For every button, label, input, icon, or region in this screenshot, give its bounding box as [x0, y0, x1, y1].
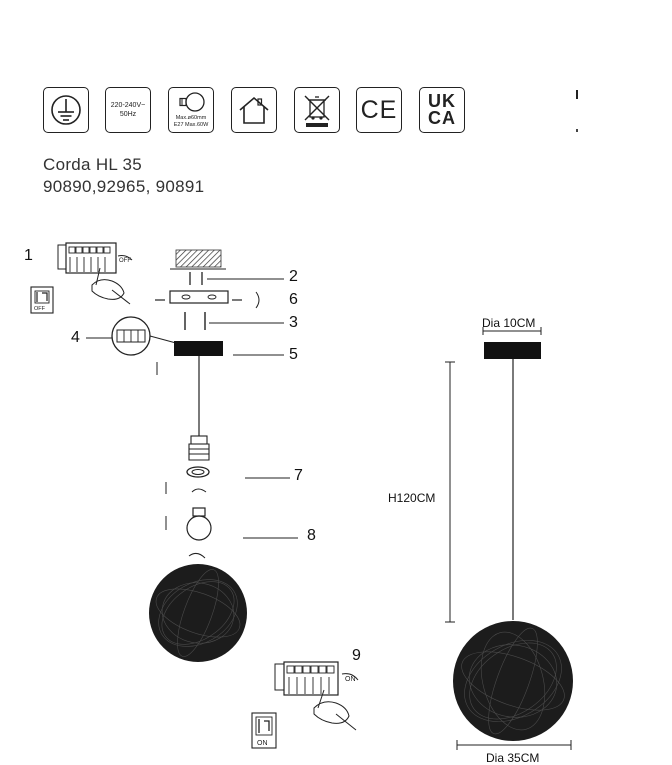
canopy: [174, 341, 223, 356]
bulb-wattage-text: E27 Max.60W: [173, 122, 209, 128]
frequency-text: 50Hz: [119, 111, 137, 118]
on-rotation-arrow: [341, 673, 359, 681]
hand-screwdriver-icon-on: [313, 689, 357, 731]
on-arrow-label: ON: [345, 676, 356, 683]
screw-rotation-arrow: [255, 291, 260, 309]
lamp-holder: [188, 435, 210, 461]
wicker-shade-right: [453, 621, 573, 741]
voltage-rating-icon: 220-240V~ 50Hz: [105, 87, 151, 133]
shade-diameter-label: Dia 35CM: [486, 751, 540, 765]
connector-detail: [111, 316, 177, 356]
off-rotation-arrow: [117, 255, 133, 261]
edge-mark: [576, 90, 578, 99]
step-number-8: 8: [307, 527, 316, 544]
ukca-top-text: UK: [428, 91, 456, 111]
bulb-icon: [179, 92, 205, 112]
wall-plugs: [189, 272, 203, 285]
mounting-bracket: [155, 290, 242, 304]
step-number-4: 4: [71, 329, 80, 346]
step-number-7: 7: [294, 467, 303, 484]
height-label: H120CM: [388, 491, 436, 505]
bulb-size-text: Max.ø60mm: [175, 115, 207, 121]
bulb-rotation-arrow: [188, 552, 206, 559]
step-number-9: 9: [352, 647, 361, 664]
product-name: Corda HL 35: [43, 155, 143, 174]
switch-on-box: [251, 712, 277, 749]
screws: [184, 312, 206, 330]
off-box-label: OFF: [34, 306, 45, 312]
shade-ring: [186, 466, 210, 478]
step-number-3: 3: [289, 314, 298, 331]
on-box-label: ON: [257, 740, 268, 747]
hand-screwdriver-icon: [91, 267, 131, 305]
product-codes: 90890,92965, 90891: [43, 177, 205, 196]
weee-bin-icon: [294, 87, 340, 133]
canopy-right: [484, 342, 541, 359]
voltage-text: 220-240V~: [110, 102, 146, 109]
indoor-use-icon: [231, 87, 277, 133]
wicker-shade-left: [149, 564, 247, 662]
off-arrow-label: OFF: [119, 258, 131, 264]
earth-symbol-icon: [43, 87, 89, 133]
light-bulb: [186, 507, 212, 541]
ukca-bottom-text: CA: [428, 108, 456, 128]
bulb-spec-icon: Max.ø60mm E27 Max.60W: [168, 87, 214, 133]
ceiling-block: [170, 249, 226, 270]
terminal-block-on: [274, 661, 339, 696]
canopy-diameter-label: Dia 10CM: [482, 316, 536, 330]
ce-mark-icon: CE: [356, 87, 402, 133]
ukca-mark-icon: UK CA: [419, 87, 465, 133]
edge-mark-small: [576, 129, 578, 132]
terminal-block-off: [57, 242, 117, 274]
step-number-2: 2: [289, 268, 298, 285]
step-number-6: 6: [289, 291, 298, 308]
step-number-5: 5: [289, 346, 298, 363]
switch-off-box: [30, 286, 54, 314]
ring-rotation-arrow: [191, 488, 207, 493]
ce-mark-text: CE: [360, 95, 398, 124]
step-number-1: 1: [24, 247, 33, 264]
